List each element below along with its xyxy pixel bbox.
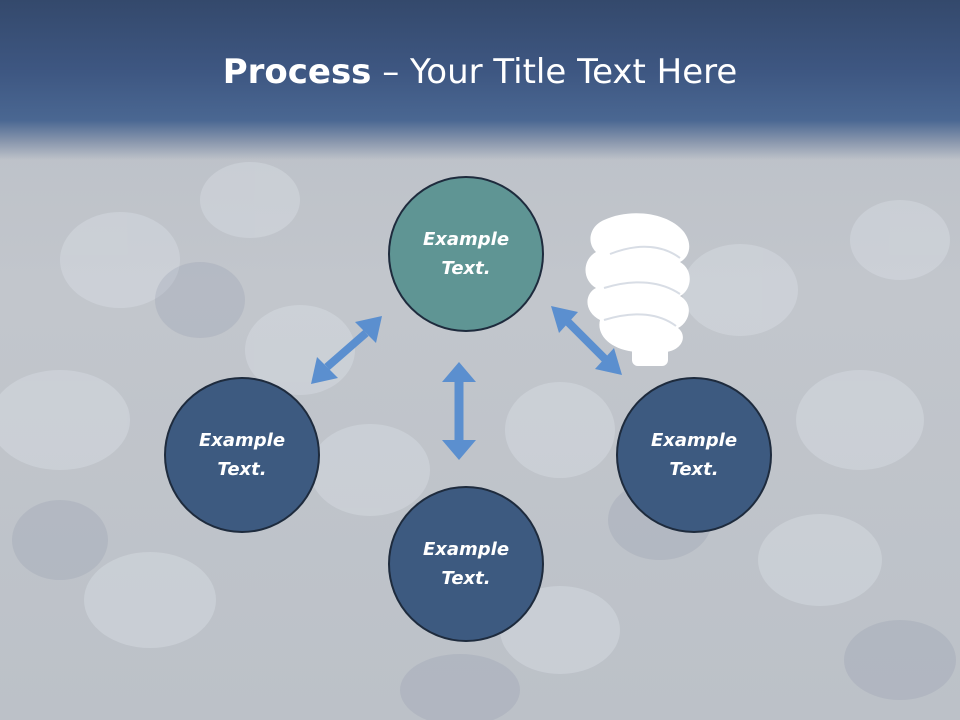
title-rest: – Your Title Text Here [371,52,738,92]
node-left-line2: Text. [217,459,267,480]
node-top-line1: Example [422,229,510,250]
node-top-line2: Text. [441,258,491,279]
double-arrow-left-icon [311,316,382,384]
double-arrow-vertical-icon [442,362,476,460]
slide-title: Process – Your Title Text Here [0,52,960,92]
node-bottom-line1: Example [422,539,510,560]
node-left-line1: Example [198,430,286,451]
node-right-line1: Example [650,430,738,451]
header-band [0,0,960,160]
title-strong: Process [222,52,372,92]
double-arrow-right-icon [551,306,622,375]
node-right-line2: Text. [669,459,719,480]
node-bottom-line2: Text. [441,568,491,589]
